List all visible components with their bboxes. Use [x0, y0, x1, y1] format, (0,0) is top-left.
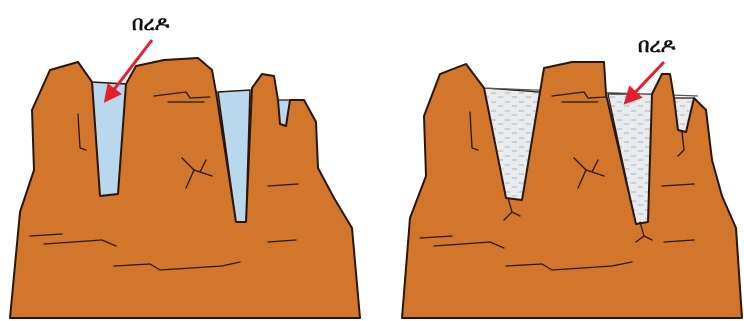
panel-right: በረዶ — [402, 33, 742, 318]
ice-label-right: በረዶ — [638, 33, 676, 57]
ice-label-left: በረዶ — [132, 11, 170, 35]
panel-left: በረዶ — [10, 11, 360, 318]
rock-left — [10, 58, 360, 318]
